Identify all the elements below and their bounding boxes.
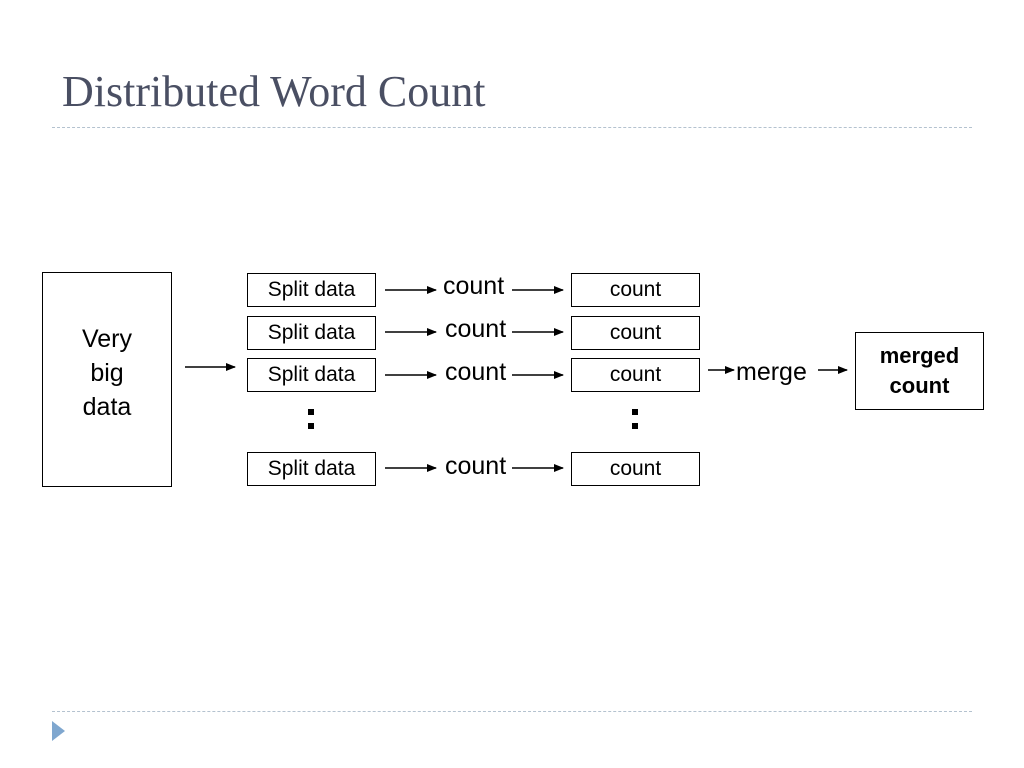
merged-count-box: merged count xyxy=(855,332,984,410)
page-title: Distributed Word Count xyxy=(62,67,486,116)
split-ellipsis xyxy=(308,404,314,434)
count-step-label: count xyxy=(443,272,505,300)
split-data-box: Split data xyxy=(247,358,376,392)
result-ellipsis xyxy=(632,404,638,434)
footer-divider xyxy=(52,711,972,712)
count-result-box: count xyxy=(571,273,700,307)
count-result-box: count xyxy=(571,452,700,486)
count-result-box: count xyxy=(571,358,700,392)
count-result-box: count xyxy=(571,316,700,350)
source-data-box: Very big data xyxy=(42,272,172,487)
count-step-label: count xyxy=(445,358,507,386)
split-data-box: Split data xyxy=(247,452,376,486)
count-step-label: count xyxy=(445,315,507,343)
count-step-label: count xyxy=(445,452,507,480)
slide-marker-triangle-icon xyxy=(52,721,65,741)
title-divider xyxy=(52,127,972,128)
split-data-box: Split data xyxy=(247,316,376,350)
merge-label: merge xyxy=(736,358,807,386)
split-data-box: Split data xyxy=(247,273,376,307)
